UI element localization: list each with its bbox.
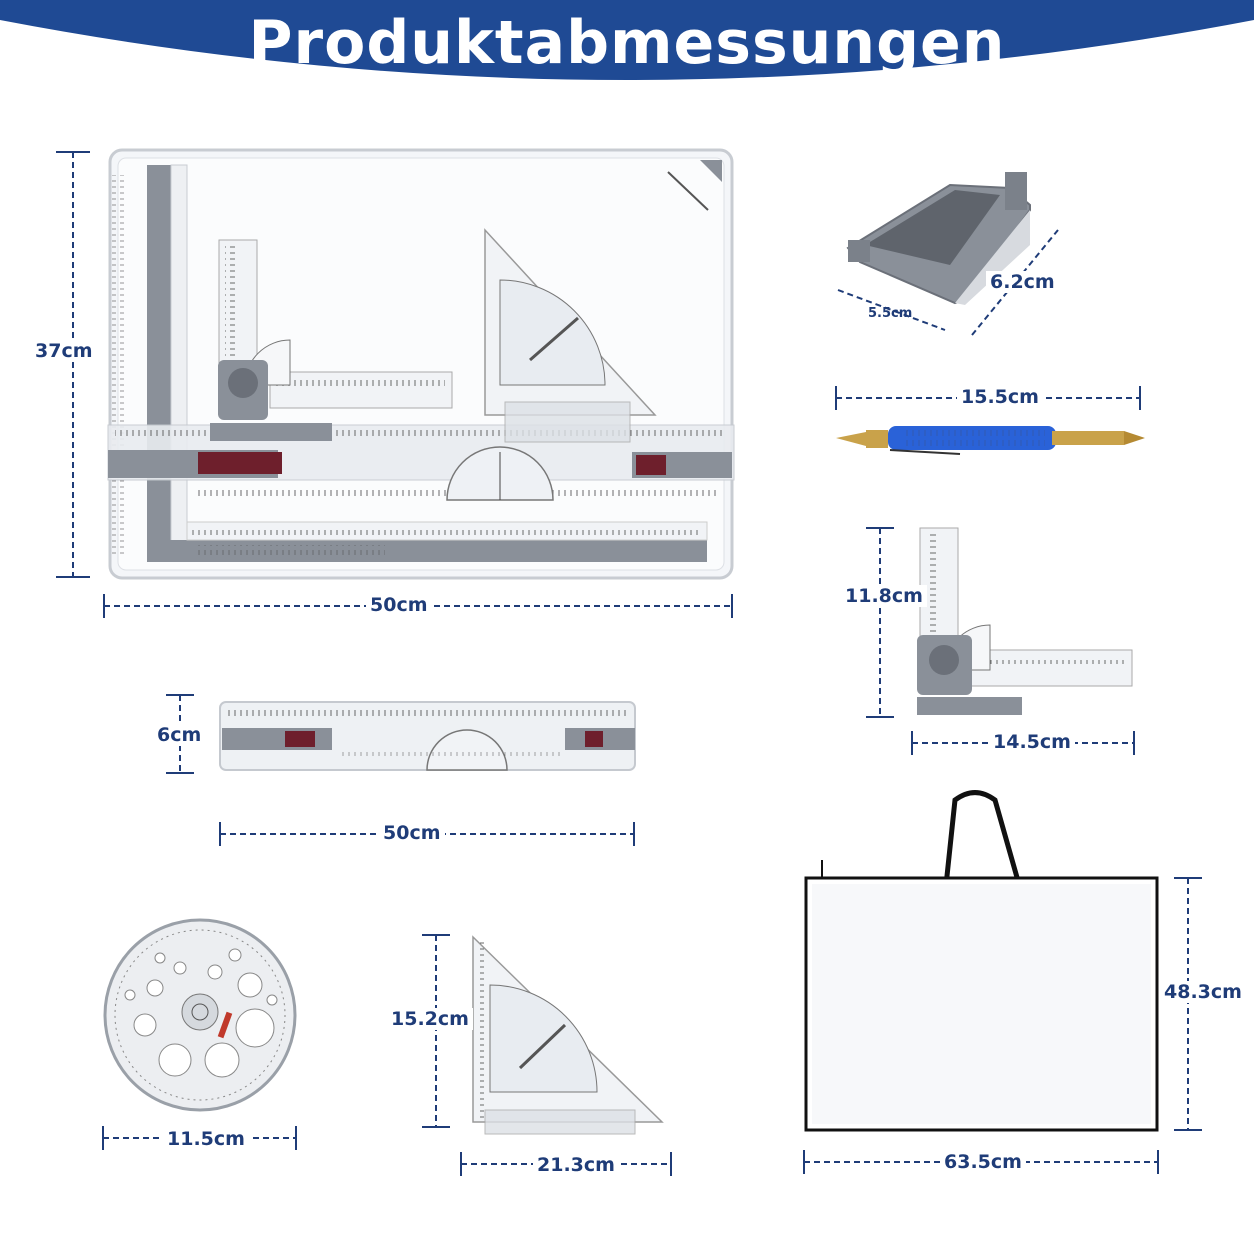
dimension-label: 50cm bbox=[366, 594, 432, 616]
dimension-label: 6cm bbox=[153, 724, 206, 746]
dimension-label: 14.5cm bbox=[989, 731, 1075, 753]
circle-template bbox=[103, 918, 297, 1112]
drawing-board bbox=[107, 148, 735, 580]
carry-bag bbox=[804, 790, 1159, 1132]
dimension-end-caps bbox=[56, 151, 1202, 1176]
angle-arm bbox=[917, 527, 1133, 715]
dimension-label: 15.5cm bbox=[957, 386, 1043, 408]
dimension-label: 63.5cm bbox=[940, 1151, 1026, 1173]
dimension-label: 11.5cm bbox=[163, 1128, 249, 1150]
dimension-label: 50cm bbox=[379, 822, 445, 844]
dimension-label: 5.5cm bbox=[868, 306, 913, 321]
corner-clamp bbox=[846, 172, 1031, 305]
dimension-label: 11.8cm bbox=[841, 585, 927, 607]
mechanical-pencil bbox=[836, 426, 1145, 455]
header-banner bbox=[0, 0, 1254, 80]
page-title: Produktabmessungen bbox=[248, 8, 1006, 78]
dimension-label: 6.2cm bbox=[986, 271, 1059, 293]
dimension-label: 37cm bbox=[31, 340, 97, 362]
set-square bbox=[472, 935, 664, 1135]
dimension-label: 48.3cm bbox=[1160, 981, 1246, 1003]
parallel-ruler bbox=[219, 701, 636, 771]
dimension-label: 15.2cm bbox=[387, 1008, 473, 1030]
dimension-label: 21.3cm bbox=[533, 1154, 619, 1176]
